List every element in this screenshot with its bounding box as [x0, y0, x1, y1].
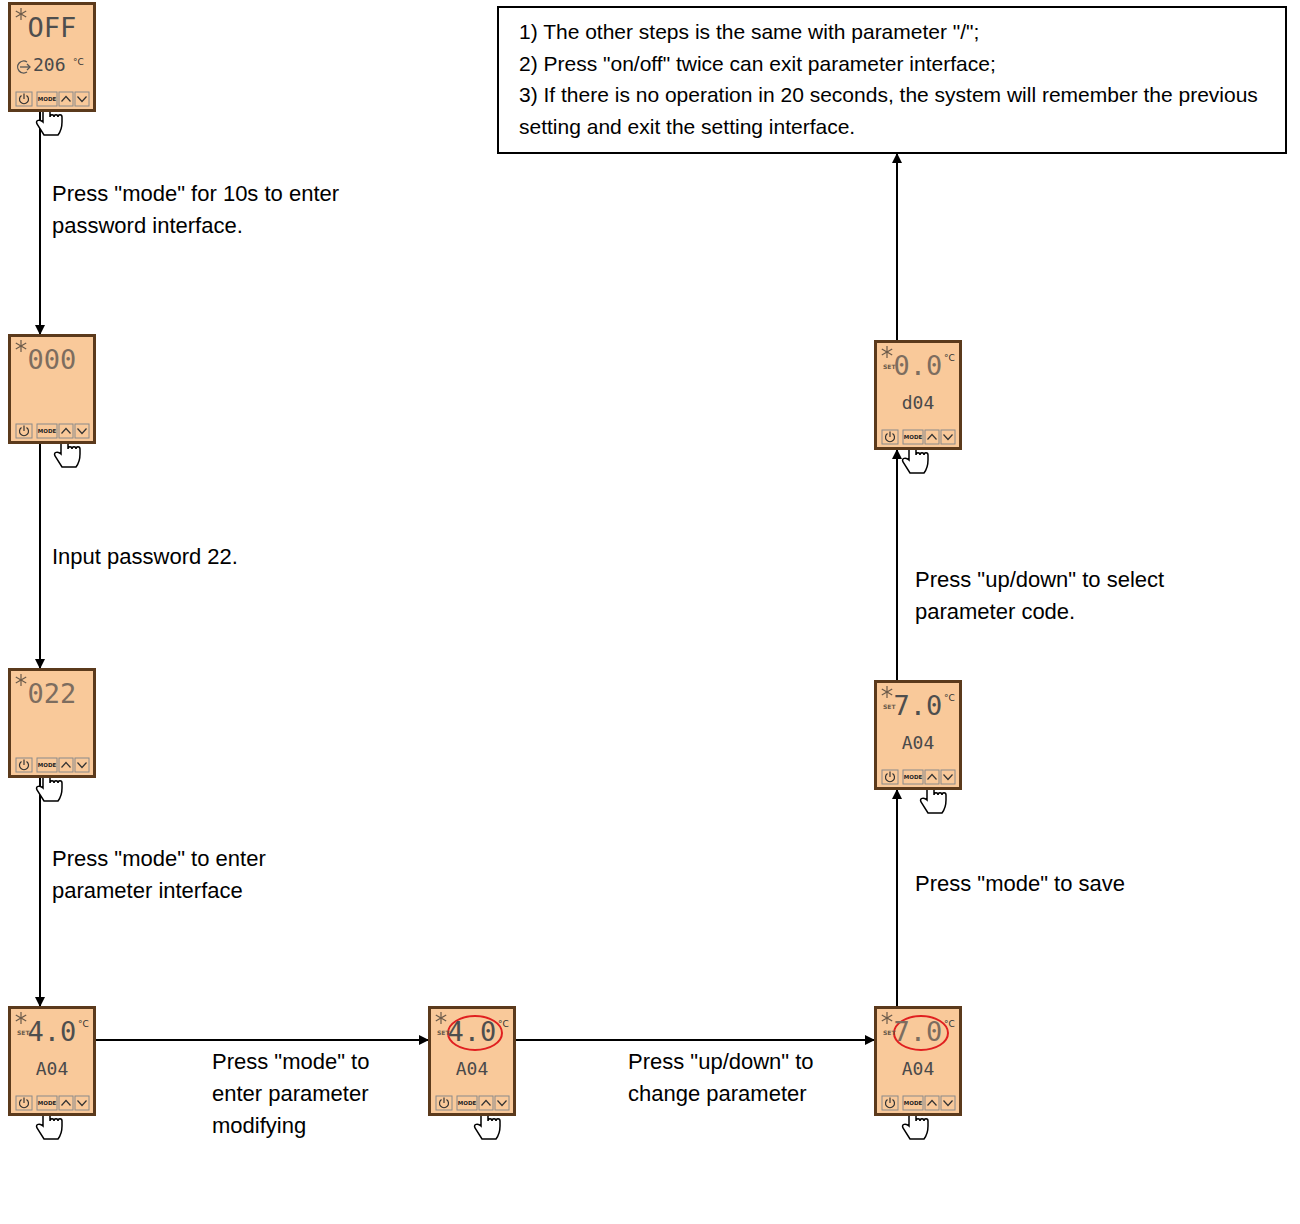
button-row: [436, 1096, 509, 1110]
display-readout: °C: [498, 1019, 509, 1029]
display-readout: °C: [944, 353, 955, 363]
note-box: 1) The other steps is the same with para…: [497, 6, 1287, 154]
note-line: 2) Press "on/off" twice can exit paramet…: [519, 48, 1265, 80]
snowflake-icon: [16, 674, 26, 686]
display-readout: d04: [877, 393, 959, 413]
display-readout: °C: [944, 693, 955, 703]
button-row: [16, 758, 89, 772]
button-icons: [886, 432, 953, 442]
button-icons: [440, 1098, 507, 1108]
step-label: Press "mode" to enter parameter modifyin…: [212, 1046, 417, 1142]
controller-screen: OFF 206 °C MODE: [8, 2, 96, 112]
display-readout: °C: [944, 1019, 955, 1029]
controller-screen: SET0.0°Cd04MODE: [874, 340, 962, 450]
display-readout: °C: [78, 1019, 89, 1029]
snowflake-icon: [16, 8, 26, 20]
display-readout: A04: [431, 1059, 513, 1079]
button-row: [882, 1096, 955, 1110]
button-icons: [20, 94, 87, 104]
flow-arrow: [516, 1039, 874, 1041]
button-label: MODE: [37, 427, 57, 435]
button-label: MODE: [903, 1099, 923, 1107]
snowflake-icon: [16, 1012, 26, 1024]
button-row: [882, 430, 955, 444]
button-label: MODE: [457, 1099, 477, 1107]
flow-arrow: [896, 450, 898, 680]
display-readout: A04: [877, 1059, 959, 1079]
button-label: MODE: [37, 761, 57, 769]
display-readout: 206: [33, 55, 66, 75]
controller-screen: SET4.0°CA04MODE: [8, 1006, 96, 1116]
button-icons: [886, 772, 953, 782]
snowflake-icon: [882, 346, 892, 358]
button-label: MODE: [903, 433, 923, 441]
button-row: [16, 92, 89, 106]
button-label: MODE: [903, 773, 923, 781]
snowflake-icon: [882, 1012, 892, 1024]
exit-icon: [18, 61, 30, 73]
step-label: Press "mode" for 10s to enter password i…: [52, 178, 352, 242]
step-label: Press "up/down" to change parameter: [628, 1046, 873, 1110]
flow-arrow: [39, 778, 41, 1006]
button-label: MODE: [37, 1099, 57, 1107]
controller-screen: SET7.0°CA04MODE: [874, 680, 962, 790]
snowflake-icon: [16, 340, 26, 352]
flow-arrow: [39, 444, 41, 668]
button-row: [882, 770, 955, 784]
snowflake-icon: [436, 1012, 446, 1024]
step-label: Input password 22.: [52, 541, 352, 573]
button-row: [16, 424, 89, 438]
controller-screen: SET4.0°CA04MODE: [428, 1006, 516, 1116]
button-label: MODE: [37, 95, 57, 103]
display-readout: OFF: [11, 13, 93, 43]
display-readout: 000: [11, 345, 93, 375]
flow-arrow: [96, 1039, 428, 1041]
controller-screen: SET7.0°CA04MODE: [874, 1006, 962, 1116]
note-line: 3) If there is no operation in 20 second…: [519, 79, 1265, 142]
flow-arrow: [896, 790, 898, 1006]
flow-arrow: [39, 112, 41, 334]
button-row: [16, 1096, 89, 1110]
step-label: Press "up/down" to select parameter code…: [915, 564, 1260, 628]
button-icons: [886, 1098, 953, 1108]
display-readout: 022: [11, 679, 93, 709]
display-readout: A04: [877, 733, 959, 753]
display-readout: A04: [11, 1059, 93, 1079]
controller-screen: 022MODE: [8, 668, 96, 778]
step-label: Press "mode" to enter parameter interfac…: [52, 843, 352, 907]
button-icons: [20, 1098, 87, 1108]
controller-screen: 000MODE: [8, 334, 96, 444]
snowflake-icon: [882, 686, 892, 698]
step-label: Press "mode" to save: [915, 868, 1215, 900]
note-line: 1) The other steps is the same with para…: [519, 16, 1265, 48]
flow-arrow: [896, 154, 898, 340]
button-icons: [20, 760, 87, 770]
button-icons: [20, 426, 87, 436]
display-readout: °C: [73, 57, 84, 67]
